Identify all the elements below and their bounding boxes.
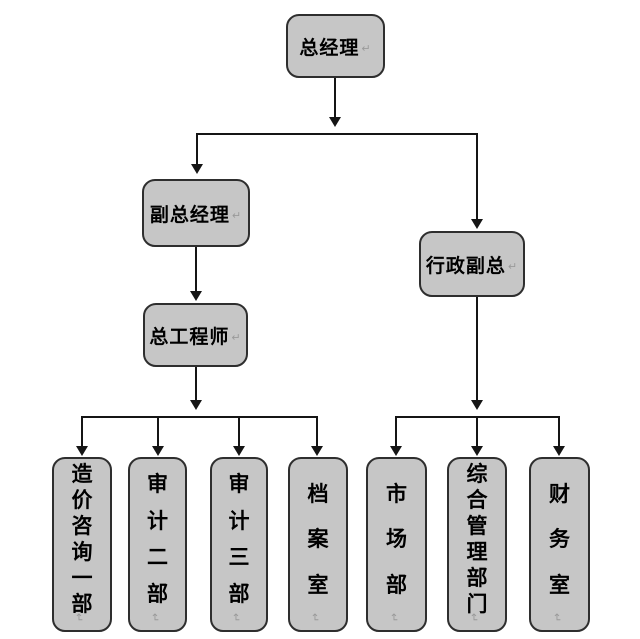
connector-line [395, 416, 397, 446]
arrowhead-icon [553, 446, 565, 456]
node-label: 档案室 [307, 481, 329, 597]
node-finance-room: 财务室 ↵ [529, 457, 590, 632]
arrowhead-icon [152, 446, 164, 456]
node-general-mgmt-dept: 综合管理部门 ↵ [447, 457, 507, 632]
return-mark-icon: ↵ [361, 41, 372, 55]
arrowhead-icon [329, 117, 341, 127]
connector-line [81, 416, 83, 446]
node-label: 财务室 [549, 481, 570, 597]
connector-line [334, 78, 336, 117]
return-mark-icon: ↵ [467, 612, 481, 623]
connector-line [476, 297, 478, 400]
return-mark-icon: ↵ [507, 259, 519, 273]
node-chief-engineer: 总工程师 ↵ [143, 303, 248, 367]
arrowhead-icon [190, 400, 202, 410]
connector-line [558, 416, 560, 446]
connector-line [316, 416, 318, 446]
node-deputy-general-manager: 副总经理 ↵ [142, 179, 250, 247]
node-label: 综合管理部门 [466, 462, 488, 616]
node-label: 审计三部 [228, 472, 250, 606]
arrowhead-icon [191, 164, 203, 174]
node-audit-dept3: 审计三部 ↵ [210, 457, 268, 632]
connector-line [196, 133, 198, 164]
arrowhead-icon [471, 446, 483, 456]
node-audit-dept2: 审计二部 ↵ [128, 457, 187, 632]
connector-line [195, 247, 197, 291]
node-label: 总工程师 [149, 325, 230, 348]
arrowhead-icon [471, 400, 483, 410]
node-archives-room: 档案室 ↵ [288, 457, 348, 632]
node-market-dept: 市场部 ↵ [366, 457, 427, 632]
arrowhead-icon [233, 446, 245, 456]
node-label: 造价咨询一部 [71, 462, 93, 616]
connector-line [196, 133, 478, 135]
connector-line [238, 416, 240, 446]
node-label: 副总经理 [149, 203, 230, 226]
node-cost-consulting-dept1: 造价咨询一部 ↵ [52, 457, 112, 632]
return-mark-icon: ↵ [308, 612, 322, 623]
node-admin-vp: 行政副总 ↵ [419, 231, 525, 297]
node-label: 总经理 [299, 36, 360, 59]
return-mark-icon: ↵ [229, 612, 243, 623]
connector-line [476, 133, 478, 219]
connector-line [81, 416, 318, 418]
node-general-manager: 总经理 ↵ [286, 14, 385, 78]
node-label: 行政副总 [425, 254, 506, 277]
return-mark-icon: ↵ [231, 330, 242, 344]
arrowhead-icon [390, 446, 402, 456]
arrowhead-icon [76, 446, 88, 456]
return-mark-icon: ↵ [72, 612, 86, 623]
return-mark-icon: ↵ [387, 612, 401, 623]
node-label: 审计二部 [147, 472, 168, 606]
connector-line [476, 416, 478, 446]
return-mark-icon: ↵ [148, 612, 162, 623]
arrowhead-icon [311, 446, 323, 456]
connector-line [157, 416, 159, 446]
return-mark-icon: ↵ [231, 208, 243, 222]
connector-line [195, 367, 197, 400]
node-label: 市场部 [386, 481, 407, 597]
arrowhead-icon [471, 219, 483, 229]
arrowhead-icon [190, 291, 202, 301]
return-mark-icon: ↵ [550, 612, 564, 623]
